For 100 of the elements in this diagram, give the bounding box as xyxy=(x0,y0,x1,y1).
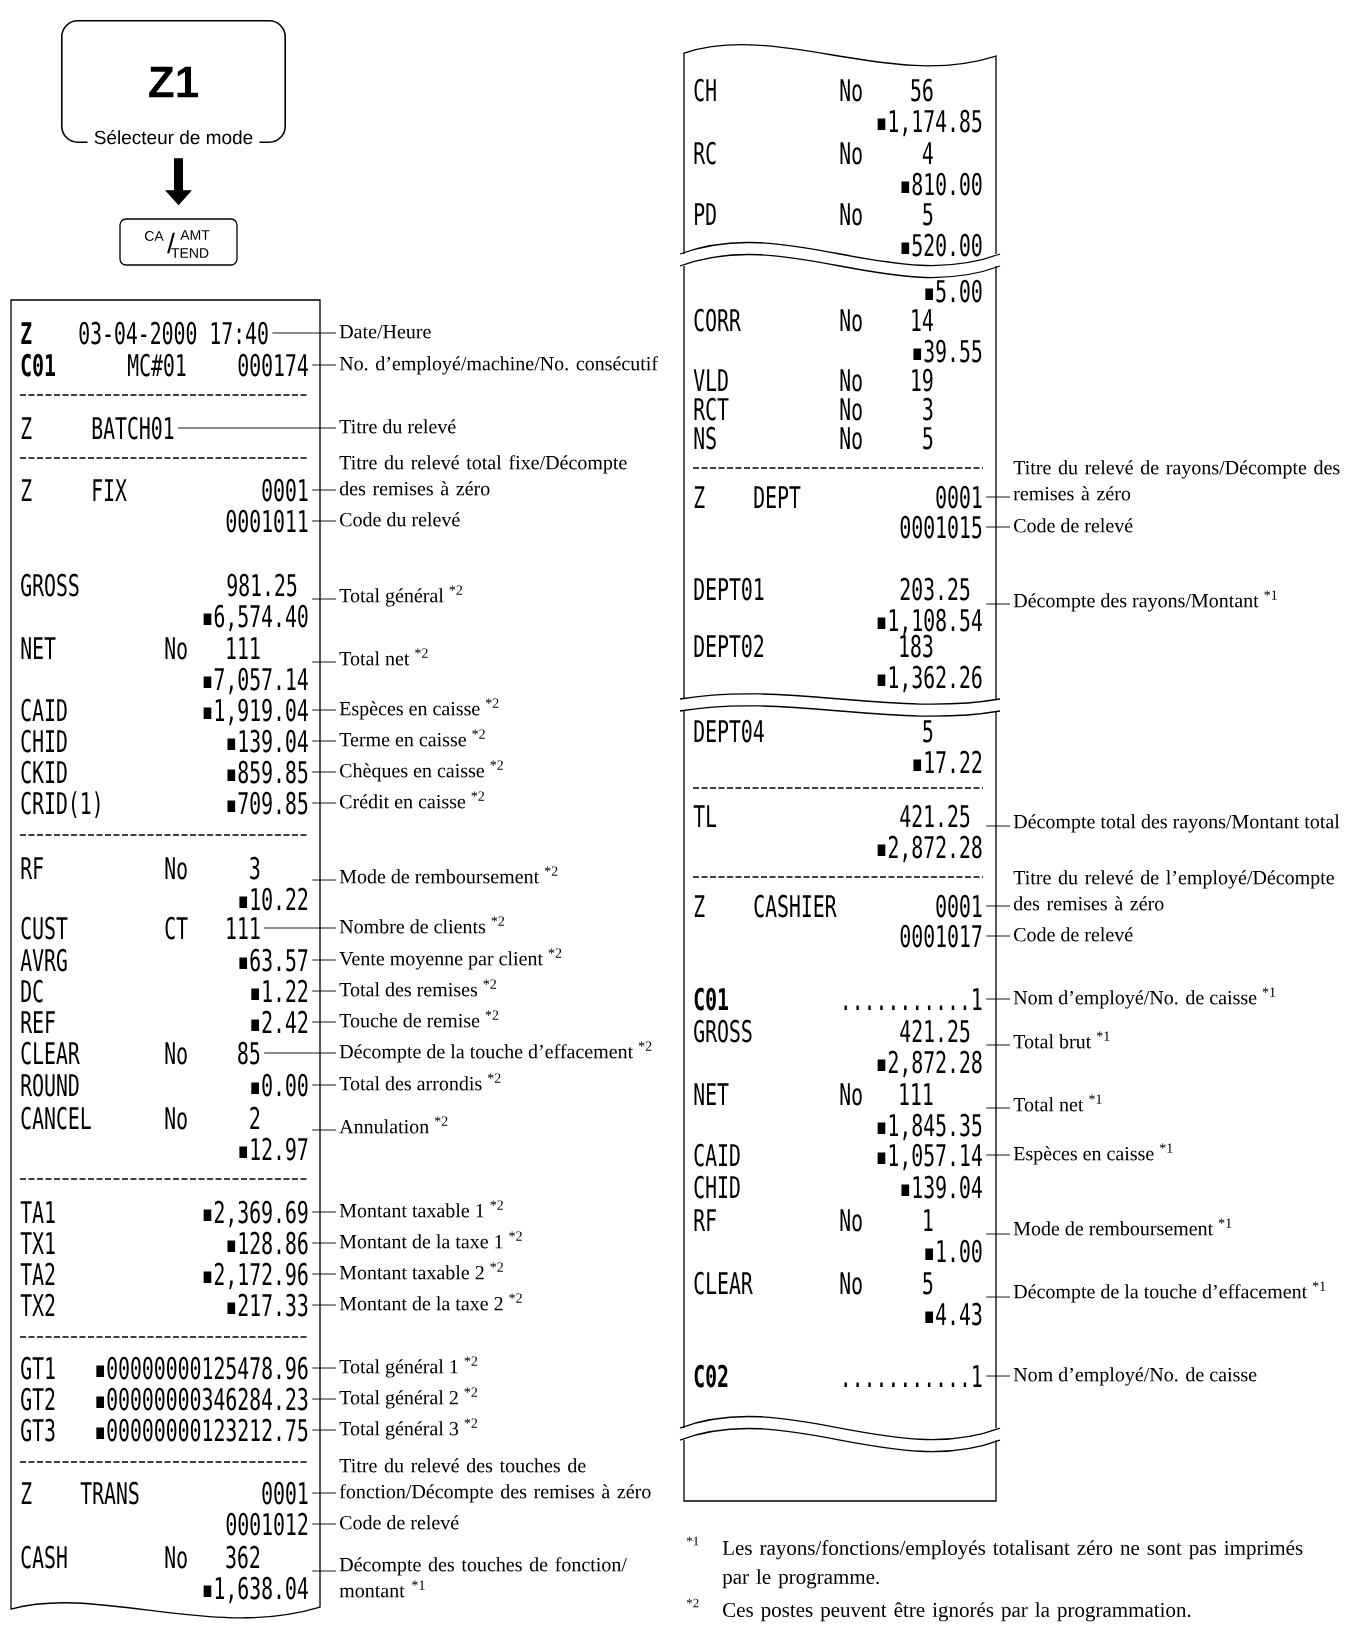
receipt-number: ▪2.42 xyxy=(251,1010,308,1033)
receipt-code: TRANS xyxy=(80,1481,139,1505)
leader-line xyxy=(311,709,337,711)
callout-text: Code de relevé xyxy=(340,1515,459,1530)
callout-text: Décompte de la touche d’effacement $^{*1}$ xyxy=(1013,1281,1326,1303)
receipt-code: No xyxy=(165,1546,187,1569)
receipt-code: Z xyxy=(21,417,32,439)
receipt-code: No xyxy=(840,398,862,421)
receipt-code: CAID xyxy=(694,1143,740,1167)
receipt-number: ...........1 xyxy=(844,1365,982,1387)
leader-line xyxy=(311,1304,337,1306)
receipt-code: NET xyxy=(21,637,56,659)
leader-line xyxy=(311,1242,337,1244)
callout-text: Mode de remboursement $^{*2}$ xyxy=(339,866,558,884)
callout-text: Code de relevé xyxy=(1014,518,1133,533)
receipt-code: No xyxy=(165,1042,187,1065)
receipt-number: 2 xyxy=(250,1106,260,1129)
callout-text: Décompte des rayons/Montant $^{*1}$ xyxy=(1013,590,1277,612)
leader-line xyxy=(985,1154,1011,1156)
receipt-number: 0001011 xyxy=(226,509,308,533)
receipt-code: NS xyxy=(694,426,716,450)
receipt-code: TL xyxy=(693,805,717,827)
receipt-number: ▪2,872.28 xyxy=(877,835,982,863)
callout-text: No. d’employé/machine/No. consécutif xyxy=(339,356,659,375)
leader-line xyxy=(311,489,337,491)
receipt-number: 5 xyxy=(923,1272,933,1295)
receipt-number: ...........1 xyxy=(844,988,982,1010)
leader-line xyxy=(311,959,337,961)
receipt-number: 0001015 xyxy=(900,515,982,539)
receipt-code: DEPT04 xyxy=(694,719,764,743)
receipt-number: ▪810.00 xyxy=(901,172,982,196)
callout-text: Date/Heure xyxy=(339,325,431,339)
callout-text: Total général 2 $^{*2}$ xyxy=(339,1387,478,1409)
receipt-number: ▪139.04 xyxy=(901,1175,982,1199)
receipt-code: CKID xyxy=(21,760,67,784)
receipt-number: ▪10.22 xyxy=(239,887,308,911)
receipt-number: ▪2,872.28 xyxy=(877,1050,982,1078)
footnote-text: Les rayons/fonctions/employés totalisant zéro ne sont pas imprimés par le programme. xyxy=(722,1540,1303,1589)
footnote-mark: *1 xyxy=(686,1536,699,1546)
receipt-number: ▪2,369.69 xyxy=(203,1200,308,1228)
leader-line xyxy=(311,879,337,881)
callout-text: Total net $^{*2}$ xyxy=(339,648,428,666)
receipt-number: 183 xyxy=(900,634,933,658)
receipt-number: ▪6,574.40 xyxy=(203,604,308,632)
receipt-code: No xyxy=(840,369,862,392)
receipt-number: 421.25 xyxy=(900,804,970,828)
receipt-code: CRID(1) xyxy=(21,791,100,818)
receipt-number: ▪1,638.04 xyxy=(203,1576,308,1604)
receipt-code: No xyxy=(840,1083,862,1106)
leader-line xyxy=(985,1375,1011,1377)
receipt-code: VLD xyxy=(693,369,728,391)
callout-text: Vente moyenne par client $^{*2}$ xyxy=(339,948,562,970)
callout-text: Mode de remboursement $^{*1}$ xyxy=(1013,1218,1232,1236)
receipt-code: CANCEL xyxy=(21,1106,91,1130)
receipt-code: BATCH01 xyxy=(92,416,174,440)
callout-text: Annulation $^{*2}$ xyxy=(339,1116,448,1134)
receipt-code: No xyxy=(840,203,862,226)
callout-text: Crédit en caisse $^{*2}$ xyxy=(340,791,485,809)
receipt-code: DEPT xyxy=(754,486,801,508)
receipt-code: RC xyxy=(694,141,716,165)
leader-line xyxy=(985,825,1011,827)
leader-line xyxy=(311,1273,337,1275)
receipt-number: ▪1.22 xyxy=(251,979,308,1002)
receipt-number: 000174 xyxy=(238,353,308,377)
receipt-number: ▪1,919.04 xyxy=(203,698,308,726)
receipt-code: AVRG xyxy=(20,948,67,972)
callout-text: Total général 3 $^{*2}$ xyxy=(339,1418,478,1440)
receipt-code: GT2 xyxy=(21,1387,55,1411)
receipt-number: ▪1,174.85 xyxy=(877,109,982,137)
receipt-code: ROUND xyxy=(21,1073,79,1097)
callout-text: Titre du relevé des touches de fonction/Décompte des remises à zéro xyxy=(339,1458,651,1503)
receipt-number: 0001 xyxy=(936,894,982,918)
receipt-number: 4 xyxy=(922,142,933,164)
receipt-code: MC#01 xyxy=(128,353,186,377)
receipt-number: 85 xyxy=(238,1041,260,1065)
leader-line xyxy=(311,990,337,992)
callout-text: Montant de la taxe 2 $^{*2}$ xyxy=(339,1293,522,1311)
receipt-number: 203.25 xyxy=(900,577,970,601)
receipt-code: No xyxy=(165,857,187,880)
receipt-number: 1 xyxy=(924,1209,933,1231)
receipt-number: ▪139.04 xyxy=(227,729,308,753)
receipt-number: ▪520.00 xyxy=(901,233,982,257)
receipt-number: ▪12.97 xyxy=(239,1137,308,1161)
receipt-number: 111 xyxy=(227,637,260,659)
receipt-number: ▪7,057.14 xyxy=(203,667,308,695)
receipt-number: ▪709.85 xyxy=(227,791,308,815)
receipt-code: RCT xyxy=(694,397,729,421)
leader-line xyxy=(985,998,1011,1000)
callout-text: Montant taxable 2 $^{*2}$ xyxy=(339,1262,503,1280)
receipt-code: CUST xyxy=(21,916,68,940)
leader-line xyxy=(311,771,337,773)
callout-text: Titre du relevé de l’employé/Décompte des remises à zéro xyxy=(1013,870,1334,911)
leader-line xyxy=(311,1084,337,1086)
leader-line xyxy=(985,935,1011,937)
receipt-code: CLEAR xyxy=(694,1271,753,1295)
receipt-code: No xyxy=(840,142,862,165)
leader-line xyxy=(177,427,337,429)
receipt-code: PD xyxy=(695,203,716,225)
leader-line xyxy=(985,1296,1011,1298)
receipt-code: TA2 xyxy=(20,1262,55,1285)
